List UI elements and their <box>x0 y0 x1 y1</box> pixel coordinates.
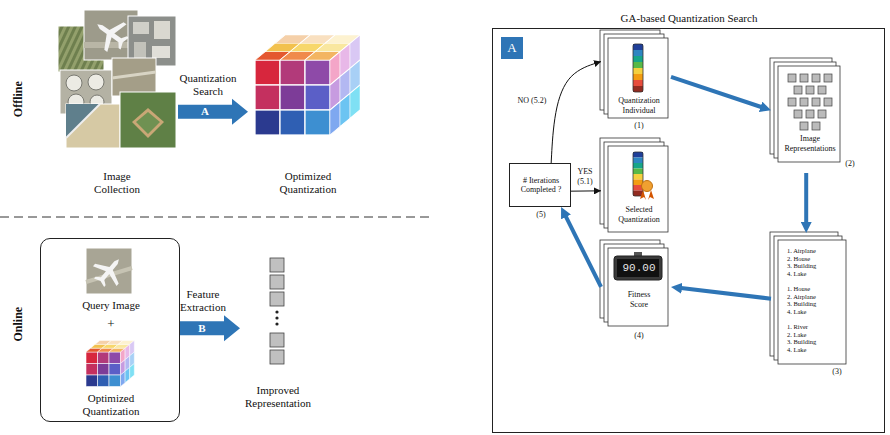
caption: Image Representations <box>780 134 840 153</box>
process-arrow <box>180 315 240 341</box>
process-arrow <box>178 99 248 125</box>
caption: Quantization Individual <box>611 96 667 115</box>
image-collection: Image Collection <box>55 8 178 200</box>
edge-label: Quantization Search <box>170 72 246 98</box>
ranked-list-item: 1. Airplane <box>787 247 843 255</box>
ranked-list-item: 3. Building <box>787 262 843 270</box>
section-label: Online <box>11 294 25 354</box>
arrow-letter: A <box>196 105 214 118</box>
ranked-list-item: 1. River <box>787 323 843 331</box>
fitness-score: 90.00Fitness Score (4) <box>601 241 671 343</box>
online-input-box: Query Image + Optimized Quantization <box>40 238 180 422</box>
step-number: (2) <box>842 159 858 169</box>
card-stack <box>600 30 668 118</box>
caption: Selected Quantization <box>613 205 665 224</box>
card-stack <box>600 240 668 326</box>
decision-box: # Iterations Completed ?(5) <box>509 163 571 207</box>
score-value: 90.00 <box>618 262 660 275</box>
separator-line <box>0 217 432 218</box>
caption: Improved Representation <box>240 384 316 410</box>
quantization-individual: Quantization Individual (1) <box>601 31 671 133</box>
card-stack <box>770 58 840 162</box>
decision-arrow <box>571 190 601 191</box>
ranked-list-item: 2. House <box>787 255 843 263</box>
edge-label: YES (5.1) <box>571 167 599 186</box>
caption: Query Image <box>71 299 151 312</box>
loop-arrow <box>551 62 601 163</box>
flow-arrow <box>565 214 601 287</box>
ga-search-panel: GA-based Quantization SearchAQuantizatio… <box>492 28 885 433</box>
feature-vector: Improved Representation <box>240 252 316 414</box>
edge-label: NO (5.2) <box>516 96 548 106</box>
step-number: (4) <box>625 331 653 341</box>
ranked-list-item: 4. Lake <box>787 346 843 354</box>
ranked-list-item: 2. Lake <box>787 331 843 339</box>
query-image <box>86 248 132 294</box>
ranked-list-item: 4. Lake <box>787 308 843 316</box>
ranked-list-item: 1. House <box>787 285 843 293</box>
card-stack <box>770 232 846 364</box>
step-number: (1) <box>625 121 653 131</box>
image-representations: Image Representations(2) <box>771 59 859 173</box>
panel-badge: A <box>501 37 523 59</box>
section-label: Offline <box>11 69 25 129</box>
medal-icon <box>640 181 654 201</box>
score-display <box>614 252 662 280</box>
step-number: (3) <box>827 367 847 377</box>
ranked-list-item: 3. Building <box>787 338 843 346</box>
quantization-bar-icon <box>633 44 643 92</box>
arrow-letter: B <box>193 322 211 335</box>
panel-title: GA-based Quantization Search <box>559 12 819 25</box>
step-number: (5) <box>531 210 551 220</box>
caption: Image Collection <box>82 170 152 196</box>
ranked-list-item: 4. Lake <box>787 270 843 278</box>
ranked-list-item: 3. Building <box>787 300 843 308</box>
decision-text: # Iterations Completed ? <box>513 176 569 195</box>
quantization-cube-icon <box>86 341 134 387</box>
flow-arrow <box>671 77 763 108</box>
edge-label: Feature Extraction <box>168 288 238 314</box>
caption: Fitness Score <box>621 290 657 309</box>
quantization-cube-icon <box>255 35 360 135</box>
feature-vector-icon <box>270 258 284 364</box>
representation-squares <box>788 74 832 130</box>
ranked-lists: 1. Airplane2. House3. Building4. Lake1. … <box>771 233 851 379</box>
flow-arrow <box>804 173 808 225</box>
caption: Optimized Quantization <box>268 170 348 196</box>
ranked-list-item: 2. Airplane <box>787 293 843 301</box>
quantization-cube: Optimized Quantization <box>248 30 368 200</box>
card-stack <box>600 138 668 232</box>
selected-quantization: Selected Quantization <box>601 139 671 235</box>
quantization-bar-icon <box>633 152 643 196</box>
flow-arrow <box>679 288 771 299</box>
plus-sign: + <box>101 316 121 332</box>
image-collage <box>58 10 176 148</box>
caption: Optimized Quantization <box>66 392 156 418</box>
